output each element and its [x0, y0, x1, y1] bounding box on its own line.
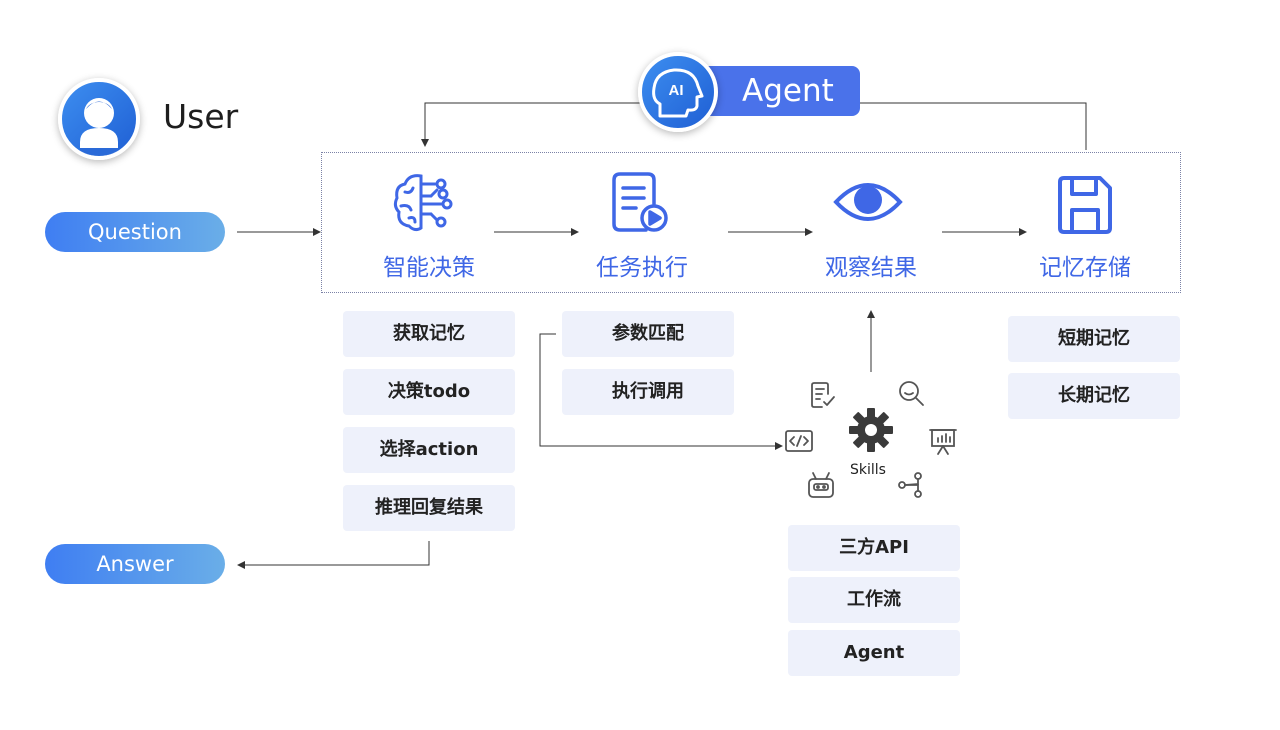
step-label-observe: 观察结果	[825, 255, 917, 281]
robot-icon	[808, 472, 834, 498]
brain-circuit-icon	[393, 174, 453, 232]
agent-avatar: AI	[638, 52, 718, 132]
ai-badge-text: AI	[669, 82, 684, 99]
decision-item: 选择action	[343, 427, 515, 473]
presentation-chart-icon	[929, 429, 957, 455]
eye-icon	[833, 183, 903, 221]
decision-item: 推理回复结果	[343, 485, 515, 531]
decision-item: 决策todo	[343, 369, 515, 415]
gear-icon	[849, 408, 893, 452]
decision-item: 获取记忆	[343, 311, 515, 357]
code-icon	[785, 430, 813, 452]
user-avatar	[58, 78, 140, 160]
skill-item: 工作流	[788, 577, 960, 623]
document-play-icon	[612, 172, 668, 232]
step-label-memory: 记忆存储	[1039, 255, 1131, 281]
memory-item: 长期记忆	[1008, 373, 1180, 419]
arrow-execution-to-skills	[539, 333, 783, 450]
step-label-decision: 智能决策	[383, 255, 475, 281]
agent-loop-frame	[321, 152, 1181, 293]
question-pill: Question	[45, 212, 225, 252]
memory-item: 短期记忆	[1008, 316, 1180, 362]
step-label-execution: 任务执行	[596, 255, 688, 281]
ai-head-icon: AI	[652, 68, 704, 118]
search-icon	[899, 381, 924, 406]
skills-label: Skills	[850, 462, 886, 478]
user-title: User	[163, 97, 239, 136]
user-icon	[80, 98, 118, 156]
workflow-icon	[898, 472, 922, 498]
arrow-decision-to-answer	[237, 541, 430, 569]
checklist-icon	[811, 382, 835, 408]
skill-item: 三方API	[788, 525, 960, 571]
execution-item: 参数匹配	[562, 311, 734, 357]
answer-pill: Answer	[45, 544, 225, 584]
agent-badge: Agent	[700, 66, 860, 116]
save-disk-icon	[1058, 176, 1112, 234]
skill-item: Agent	[788, 630, 960, 676]
execution-item: 执行调用	[562, 369, 734, 415]
